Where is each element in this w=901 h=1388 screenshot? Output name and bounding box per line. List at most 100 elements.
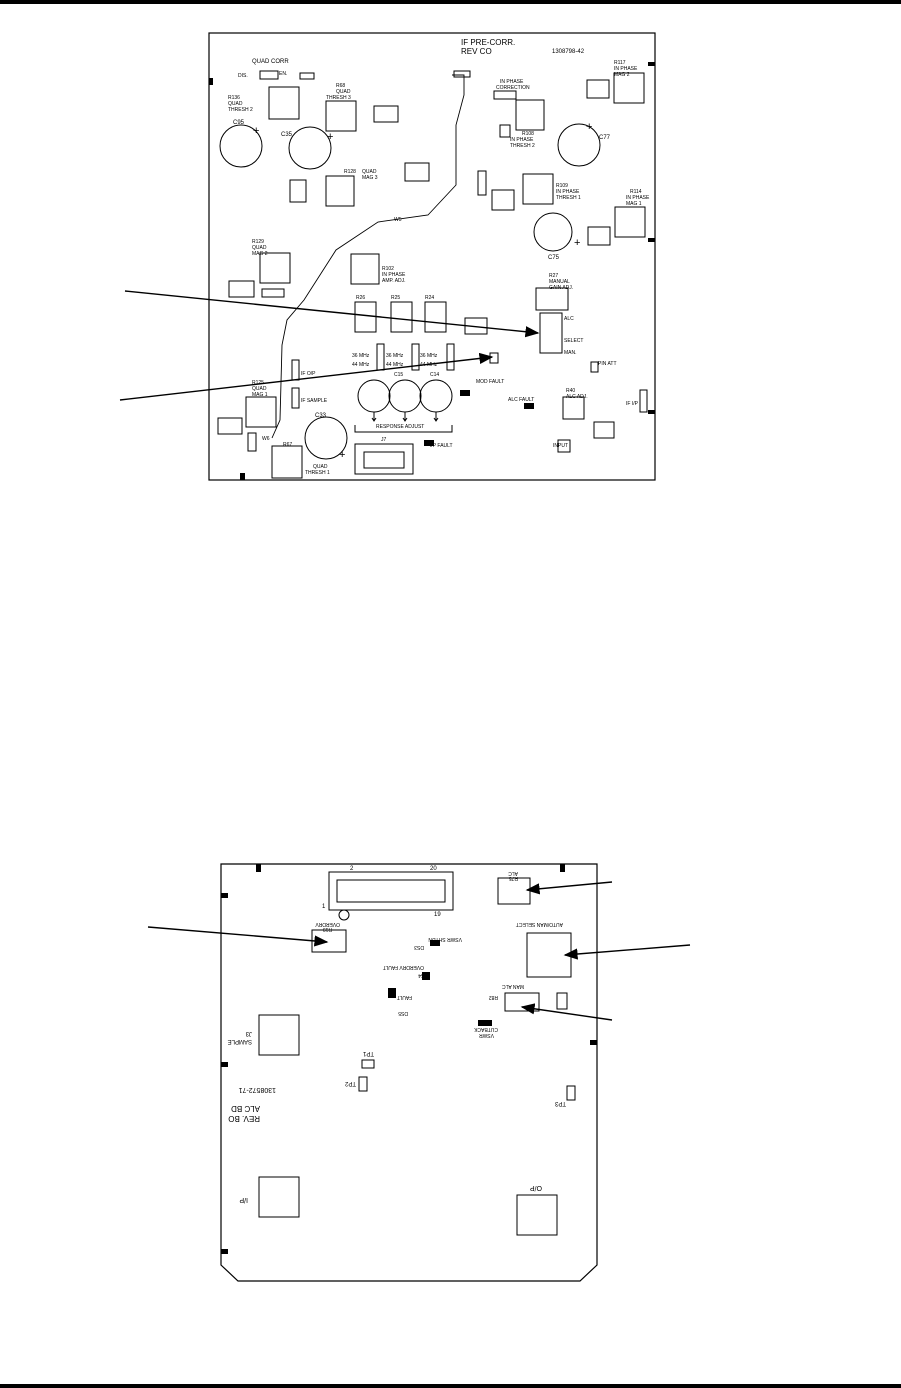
arrow-r75-alc xyxy=(525,881,613,895)
mhz36-1: 36 MHz xyxy=(352,353,370,359)
r40-pot xyxy=(562,396,585,420)
svg-text:+: + xyxy=(327,131,333,143)
tp3-label: TP3 xyxy=(554,1100,566,1106)
ip-connector xyxy=(258,1176,300,1218)
j-pin-20: 20 xyxy=(430,866,437,872)
alc-fault-label: ALC FAULT xyxy=(508,397,534,403)
r19-label: R19 xyxy=(323,926,332,932)
fault-label: FAULT xyxy=(397,994,412,1000)
c95-capacitor xyxy=(219,124,263,168)
j3-label: J3 xyxy=(245,1030,252,1036)
r128-label: R128 xyxy=(344,169,356,175)
en-label: EN. xyxy=(279,71,287,77)
alc-man-select-switch xyxy=(539,312,563,354)
ds4-label: DS4 xyxy=(418,972,428,978)
board-2-outline xyxy=(220,863,598,1282)
r109-pot xyxy=(522,173,554,205)
c33-capacitor xyxy=(304,416,348,460)
c35-label: C35 xyxy=(281,132,293,138)
arrow-r19-overdrv xyxy=(147,926,329,947)
arrow-auto-man-select xyxy=(563,944,691,960)
r109-thresh: THRESH 1 xyxy=(556,195,581,201)
svg-text:+: + xyxy=(339,449,345,461)
arrow-r82-man-alc xyxy=(520,1003,613,1021)
if-op-label: IF O/P xyxy=(301,371,316,377)
response-adjust-label: RESPONSE ADJUST xyxy=(376,424,424,430)
if-ip-label: IF I/P xyxy=(626,401,639,407)
overdrv-fault-label: OVERDRV FAULT xyxy=(383,964,424,970)
tp1-label: TP1 xyxy=(362,1050,374,1056)
board-2-rev: REV. BO xyxy=(228,1114,260,1123)
c77-label: C77 xyxy=(599,135,611,141)
cutback-label: CUTBACK xyxy=(473,1026,498,1032)
r27-manual: MANUAL xyxy=(549,279,570,285)
board-2-name: ALC BD xyxy=(231,1104,260,1113)
vswr-shtdn-label: VSWR SHTDN xyxy=(428,936,462,942)
mhz36-2: 36 MHz xyxy=(386,353,404,359)
mhz44-1: 44 MHz xyxy=(352,362,370,368)
r68-label: R68 xyxy=(336,83,345,89)
c77-capacitor xyxy=(557,123,601,167)
c33-label: C33 xyxy=(315,413,327,419)
r26-label: R26 xyxy=(356,295,365,301)
j-pin-1: 1 xyxy=(322,904,326,910)
r27-pot xyxy=(535,287,569,311)
arrow-alc-select xyxy=(124,290,540,338)
input-label: INPUT xyxy=(553,443,568,449)
r25-label: R25 xyxy=(391,295,400,301)
c14-label: C14 xyxy=(430,372,439,378)
w5-label: W5 xyxy=(394,217,402,223)
r67-thresh: THRESH 1 xyxy=(305,470,330,476)
select-label: SELECT xyxy=(564,338,583,344)
r25-pot xyxy=(390,301,413,333)
r102-label: R102 xyxy=(382,266,394,272)
pin-att-label: PIN ATT xyxy=(598,361,617,367)
r75-alc-label: ALC xyxy=(508,870,518,876)
auto-man-select-switch xyxy=(526,932,572,978)
top-rule xyxy=(0,0,901,4)
j-pin-2: 2 xyxy=(350,866,354,872)
j7-connector xyxy=(354,443,414,475)
if-sample-label: IF SAMPLE xyxy=(301,398,328,404)
r40-label: R40 xyxy=(566,388,575,394)
j-pin-19: 19 xyxy=(434,912,441,918)
board-1-part-number: 1308798-42 xyxy=(552,49,585,55)
r108-thresh: THRESH 2 xyxy=(510,143,535,149)
tp2-label: TP2 xyxy=(344,1080,356,1086)
svg-text:+: + xyxy=(586,121,592,133)
w6-label: W6 xyxy=(262,436,270,442)
alc-label: ALC xyxy=(564,316,574,322)
r114-label: R114 xyxy=(630,189,642,195)
dis-label: DIS. xyxy=(238,73,248,79)
r125-mag: MAG 1 xyxy=(252,392,268,398)
r27-label: R27 xyxy=(549,273,558,279)
r24-label: R24 xyxy=(425,295,434,301)
ds3-label: DS3 xyxy=(414,944,424,950)
correction-label: CORRECTION xyxy=(496,85,530,91)
op-label: O/P xyxy=(530,1184,542,1191)
r68-thresh: THRESH 3 xyxy=(326,95,351,101)
r108-label: R108 xyxy=(522,131,534,137)
r109-label: R109 xyxy=(556,183,568,189)
r117-pot xyxy=(613,72,645,104)
board-1-header-2: REV CO xyxy=(461,47,492,56)
inphase-corr-label: IN PHASE xyxy=(500,79,524,85)
r136-pot xyxy=(268,86,300,120)
r68-pot xyxy=(325,100,357,132)
r67-quad: QUAD xyxy=(313,464,328,470)
ip-fault-label: I/P FAULT xyxy=(430,443,453,449)
r102-amp: AMP. ADJ. xyxy=(382,278,406,284)
r128-quad: QUAD xyxy=(362,169,377,175)
r109-inphase: IN PHASE xyxy=(556,189,580,195)
svg-text:+: + xyxy=(574,237,580,249)
board-2-part-number: 1308572-71 xyxy=(239,1086,276,1093)
r19-overdrv-label: OVERDRV xyxy=(315,921,340,927)
board-1-header-1: IF PRE-CORR. xyxy=(461,38,515,47)
r128-mag: MAG 3 xyxy=(362,175,378,181)
r114-pot xyxy=(614,206,646,238)
c95-label: C95 xyxy=(233,120,245,126)
op-connector xyxy=(516,1194,558,1236)
r82-label: R82 xyxy=(489,994,498,1000)
r136-label: R136 xyxy=(228,95,240,101)
